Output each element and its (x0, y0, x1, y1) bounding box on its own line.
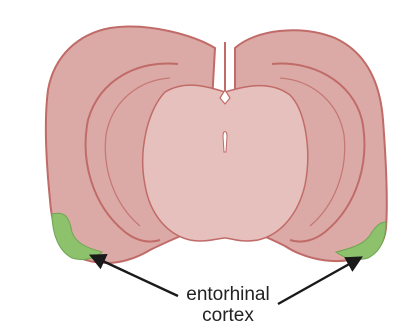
label-line-1: entorhinal (186, 284, 269, 305)
aqueduct (223, 132, 227, 153)
central-region (143, 85, 308, 241)
label-line-2: cortex (202, 305, 254, 323)
left-arrow (92, 256, 178, 296)
right-arrow (278, 258, 360, 304)
